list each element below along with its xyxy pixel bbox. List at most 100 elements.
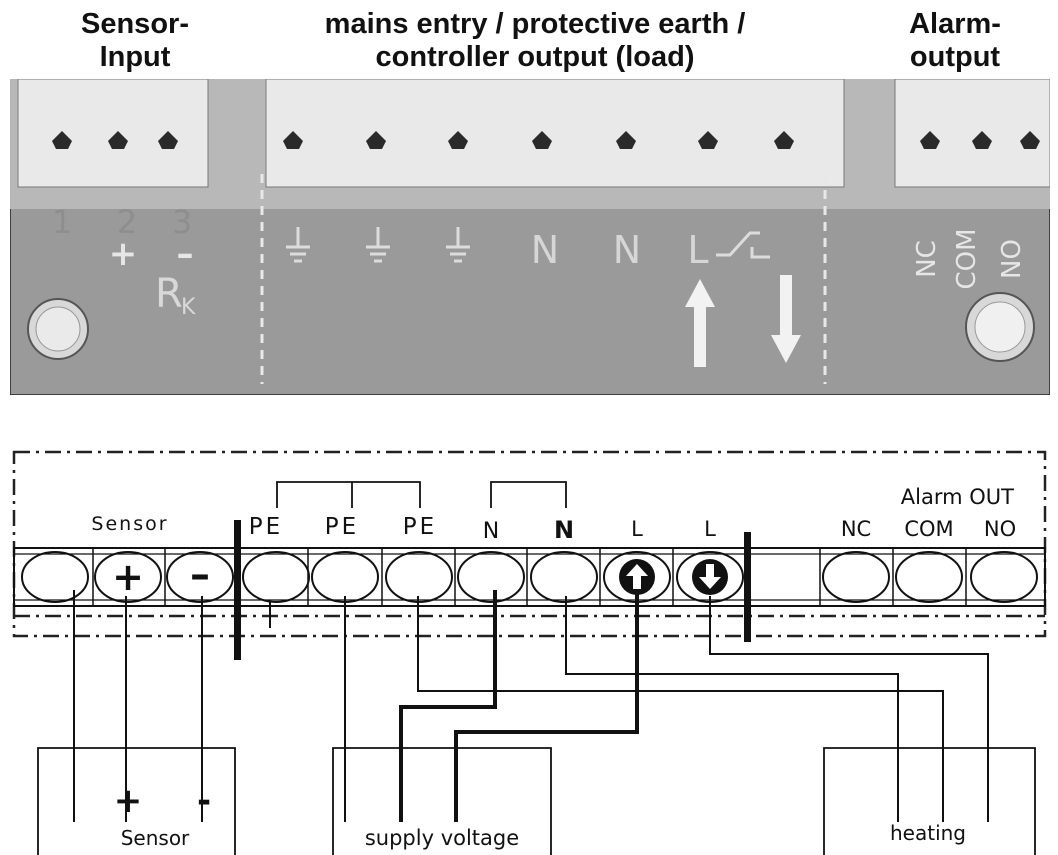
rk-label: R — [155, 271, 183, 317]
terminal-alarm-com — [895, 551, 963, 603]
sensor-number-2: 2 — [117, 203, 137, 241]
sensor-number-3: 3 — [172, 203, 192, 241]
screw-hole — [532, 131, 552, 149]
terminal-alarm-nc — [822, 551, 890, 603]
pe-bridge — [276, 481, 421, 508]
photo-ground-symbols — [286, 227, 470, 263]
photo-alarm-nc: NC — [912, 240, 942, 278]
screw-hole — [366, 131, 386, 149]
arrow-down-icon — [699, 564, 721, 589]
separator-bar-right — [744, 532, 751, 642]
header-sensor-input-line2: Input — [99, 41, 171, 73]
mounting-screw-right — [965, 292, 1035, 362]
label-pe-1: PE — [249, 514, 283, 540]
terminal-sensor-plus — [94, 551, 162, 603]
supply-box: supply voltage — [332, 747, 552, 855]
label-alarm-nc: NC — [841, 517, 871, 541]
header-alarm-output-line1: Alarm- — [909, 8, 1001, 40]
screw-hole — [920, 131, 940, 149]
terminal-pe-3 — [385, 551, 453, 603]
supply-box-label: supply voltage — [365, 826, 519, 850]
wire-n-supply — [399, 590, 497, 822]
terminal-n-1 — [457, 551, 525, 603]
ground-icon — [446, 227, 470, 263]
label-l-out: L — [704, 517, 716, 541]
terminal-sensor-1 — [21, 551, 89, 603]
ground-icon — [366, 227, 390, 263]
supply-wires — [399, 590, 639, 822]
header-alarm-output: Alarm- output — [860, 8, 1050, 74]
screw-hole — [52, 131, 72, 149]
n-bridge — [490, 481, 567, 508]
rk-subscript: K — [181, 295, 196, 320]
label-pe-3: PE — [403, 514, 437, 540]
sensor-box: + - Sensor — [37, 747, 236, 855]
photo-label-l: L — [687, 228, 708, 272]
screw-hole — [283, 131, 303, 149]
mains-connector — [265, 79, 845, 188]
label-alarm-no: NO — [984, 517, 1016, 541]
housing-outline — [12, 450, 1047, 638]
label-n-1: N — [483, 519, 499, 544]
ground-icon — [286, 227, 310, 263]
terminal-minus-symbol: – — [190, 552, 210, 598]
screw-hole — [616, 131, 636, 149]
label-pe-2: PE — [325, 514, 359, 540]
terminals — [21, 551, 1038, 603]
header-mains-line1: mains entry / protective earth / — [324, 8, 746, 40]
sensor-screw-holes — [52, 131, 178, 149]
wiring-diagram: + – Sensor Alarm OUT PE PE PE N N L L NC… — [12, 450, 1047, 855]
wire-l-supply — [454, 594, 639, 822]
sensor-box-label: Sensor — [121, 826, 190, 850]
photo-alarm-com: COM — [952, 228, 982, 289]
terminal-block-photo: 1 2 3 + – R K N N L NC COM NO — [10, 79, 1050, 395]
wire-pe-heating — [417, 596, 944, 822]
terminal-strip — [13, 547, 1046, 607]
heating-box: heating — [823, 747, 1036, 855]
sensor-box-minus: - — [197, 781, 211, 821]
sensor-box-plus: + — [114, 781, 143, 821]
arrow-up-icon — [626, 564, 648, 589]
sensor-connector — [17, 79, 209, 188]
screw-hole — [698, 131, 718, 149]
mains-screw-holes — [283, 131, 794, 149]
alarm-group-label: Alarm OUT — [901, 485, 1014, 509]
terminal-sensor-minus — [166, 551, 234, 603]
header-mains-line2: controller output (load) — [375, 41, 695, 73]
terminal-alarm-no — [970, 551, 1038, 603]
screw-hole — [972, 131, 992, 149]
screw-hole — [108, 131, 128, 149]
screw-hole — [1020, 131, 1040, 149]
screw-hole — [158, 131, 178, 149]
separator-bar-left — [234, 520, 241, 660]
header-mains-entry: mains entry / protective earth / control… — [255, 8, 815, 74]
sensor-number-1: 1 — [52, 203, 72, 241]
photo-label-n1: N — [531, 228, 559, 272]
terminal-pe-2 — [311, 551, 379, 603]
header-sensor-input: Sensor- Input — [40, 8, 230, 74]
header-alarm-output-line2: output — [909, 41, 1001, 73]
alarm-connector — [894, 79, 1050, 188]
alarm-screw-holes — [920, 131, 1040, 149]
header-sensor-input-line1: Sensor- — [81, 8, 189, 40]
terminal-n-2 — [530, 551, 598, 603]
photo-label-n2: N — [613, 228, 641, 272]
wires — [73, 590, 989, 822]
photo-alarm-no: NO — [997, 239, 1027, 279]
sensor-minus: – — [177, 234, 194, 274]
terminal-plus-symbol: + — [112, 555, 144, 599]
screw-hole — [774, 131, 794, 149]
arrow-up-icon — [685, 279, 715, 367]
heating-box-label: heating — [890, 821, 966, 845]
mounting-screw-left — [27, 298, 89, 360]
wire-n-heating — [565, 596, 899, 822]
switch-icon — [716, 231, 770, 259]
sensor-plus: + — [109, 234, 138, 274]
label-l-in: L — [631, 517, 643, 541]
terminal-pe-1 — [242, 551, 310, 603]
screw-hole — [448, 131, 468, 149]
sensor-group-label: Sensor — [91, 513, 168, 535]
wire-l-heating — [709, 596, 989, 822]
label-alarm-com: COM — [904, 517, 953, 541]
label-n-2: N — [554, 516, 574, 544]
